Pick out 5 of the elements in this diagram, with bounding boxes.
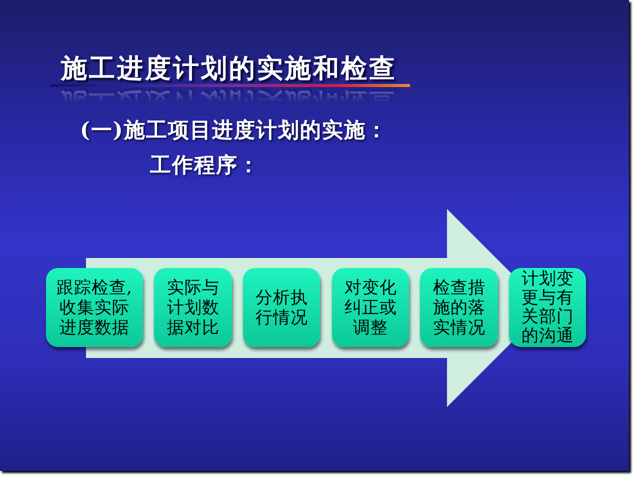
subheading: 工作程序： — [150, 152, 260, 178]
slide-title: 施工进度计划的实施和检查 — [61, 53, 397, 85]
process-box: 跟踪检查,收集实际进度数据 — [46, 268, 143, 347]
process-box: 计划变更与有关部门的沟通 — [509, 268, 586, 347]
section-heading: (一)施工项目进度计划的实施： — [80, 117, 388, 143]
